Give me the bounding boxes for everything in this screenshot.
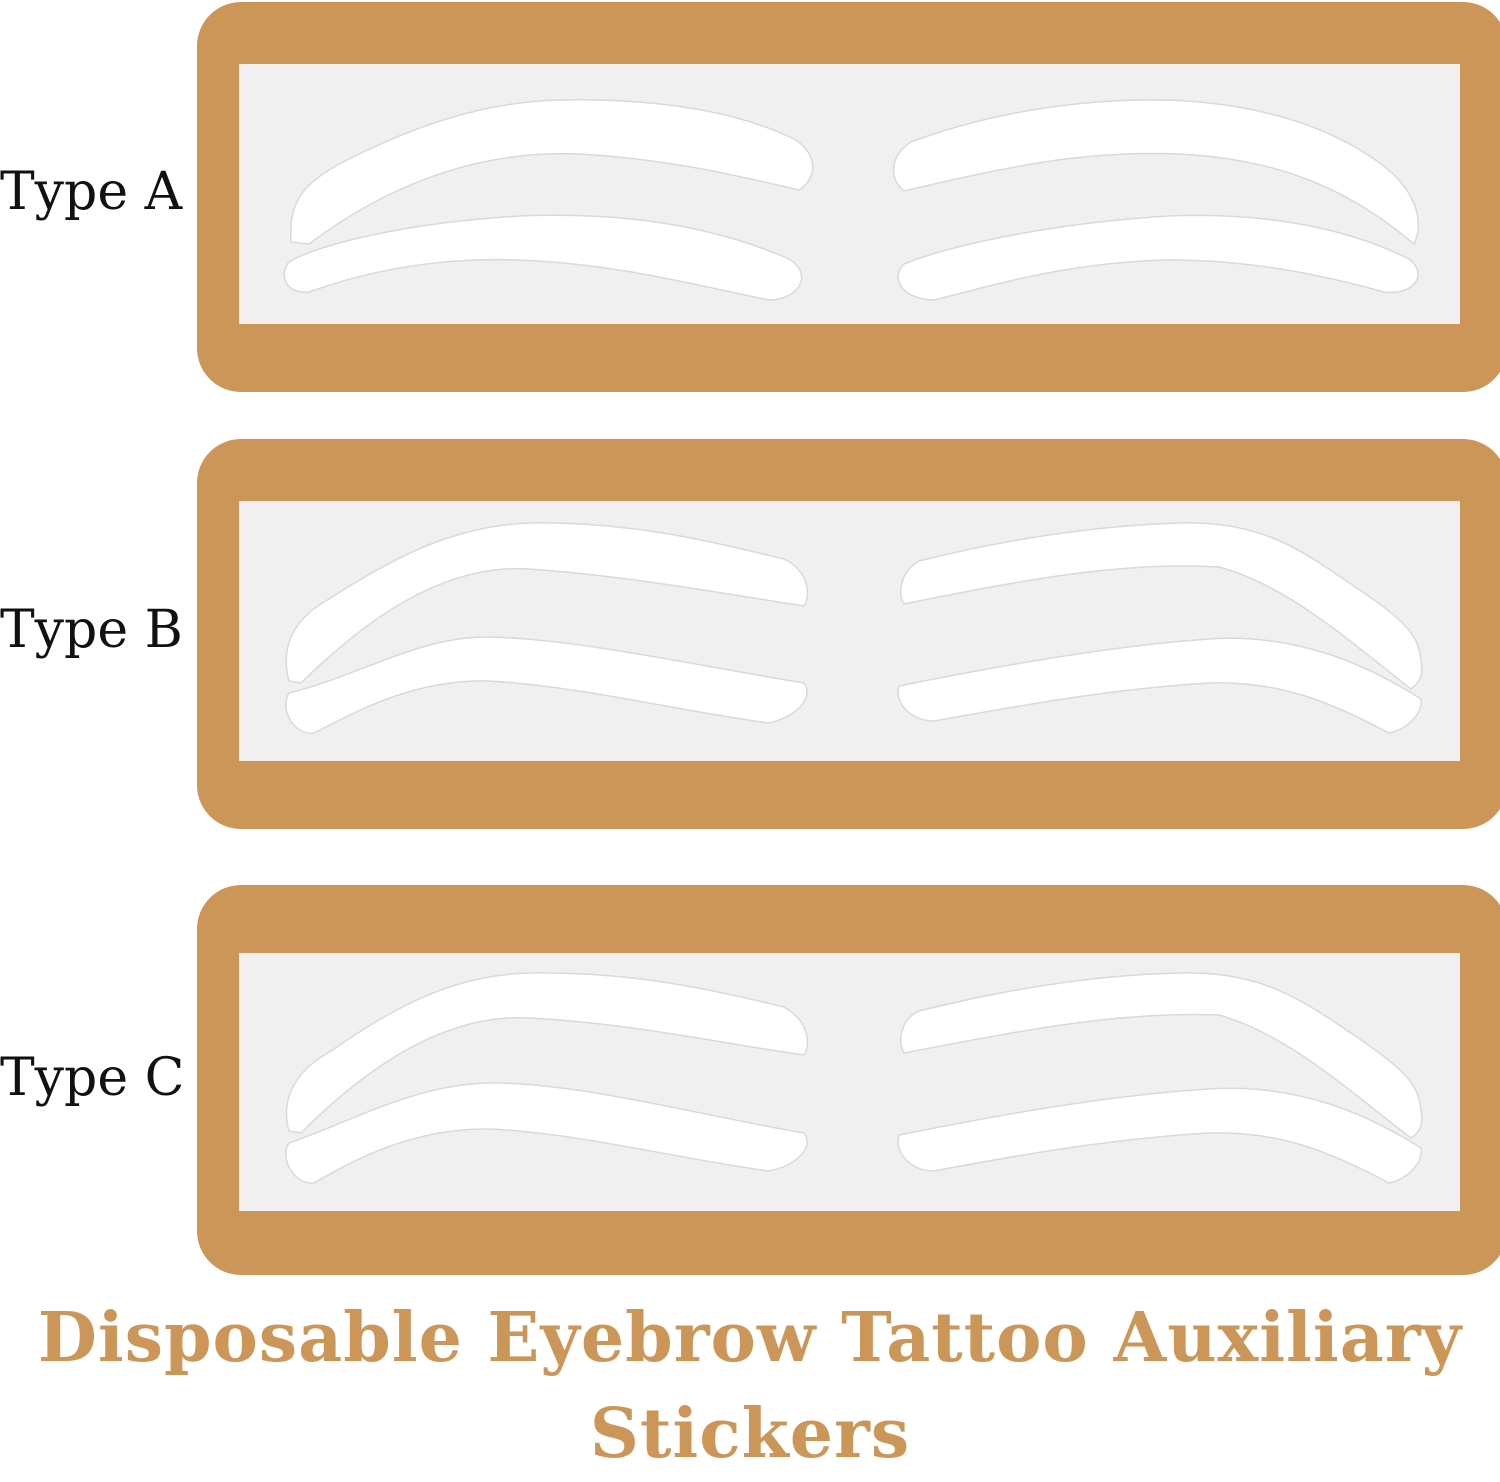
product-title-line-2: Stickers [589, 1394, 911, 1474]
right-lower-brow-stencil [897, 637, 1423, 734]
right-upper-brow-stencil [892, 99, 1420, 246]
right-upper-brow-stencil [900, 972, 1423, 1139]
product-title-line-1: Disposable Eyebrow Tattoo Auxiliary [37, 1298, 1463, 1378]
sticker-sheet-type-c [197, 885, 1500, 1275]
left-upper-brow-stencil [285, 522, 809, 684]
sticker-sheet-type-a [197, 2, 1500, 392]
type-b-label: Type B [0, 600, 183, 660]
product-title: Disposable Eyebrow Tattoo Auxiliary Stic… [0, 1290, 1500, 1482]
sticker-sheet-type-b [197, 439, 1500, 829]
right-upper-brow-stencil [900, 522, 1423, 690]
eyebrow-stencil-set-type-b [285, 522, 1423, 734]
sticker-backing [239, 953, 1460, 1211]
right-lower-brow-stencil [897, 1087, 1423, 1184]
eyebrow-stencil-set-type-a [283, 99, 1420, 301]
left-upper-brow-stencil [285, 972, 809, 1134]
sticker-backing [239, 501, 1460, 761]
type-c-label: Type C [0, 1048, 185, 1108]
type-a-label: Type A [0, 162, 183, 222]
left-upper-brow-stencil [290, 99, 814, 245]
right-lower-brow-stencil [897, 214, 1419, 301]
sticker-backing [239, 64, 1460, 324]
eyebrow-stencil-set-type-c [285, 972, 1423, 1184]
left-lower-brow-stencil [285, 636, 808, 734]
left-lower-brow-stencil [283, 214, 803, 301]
left-lower-brow-stencil [285, 1082, 808, 1184]
